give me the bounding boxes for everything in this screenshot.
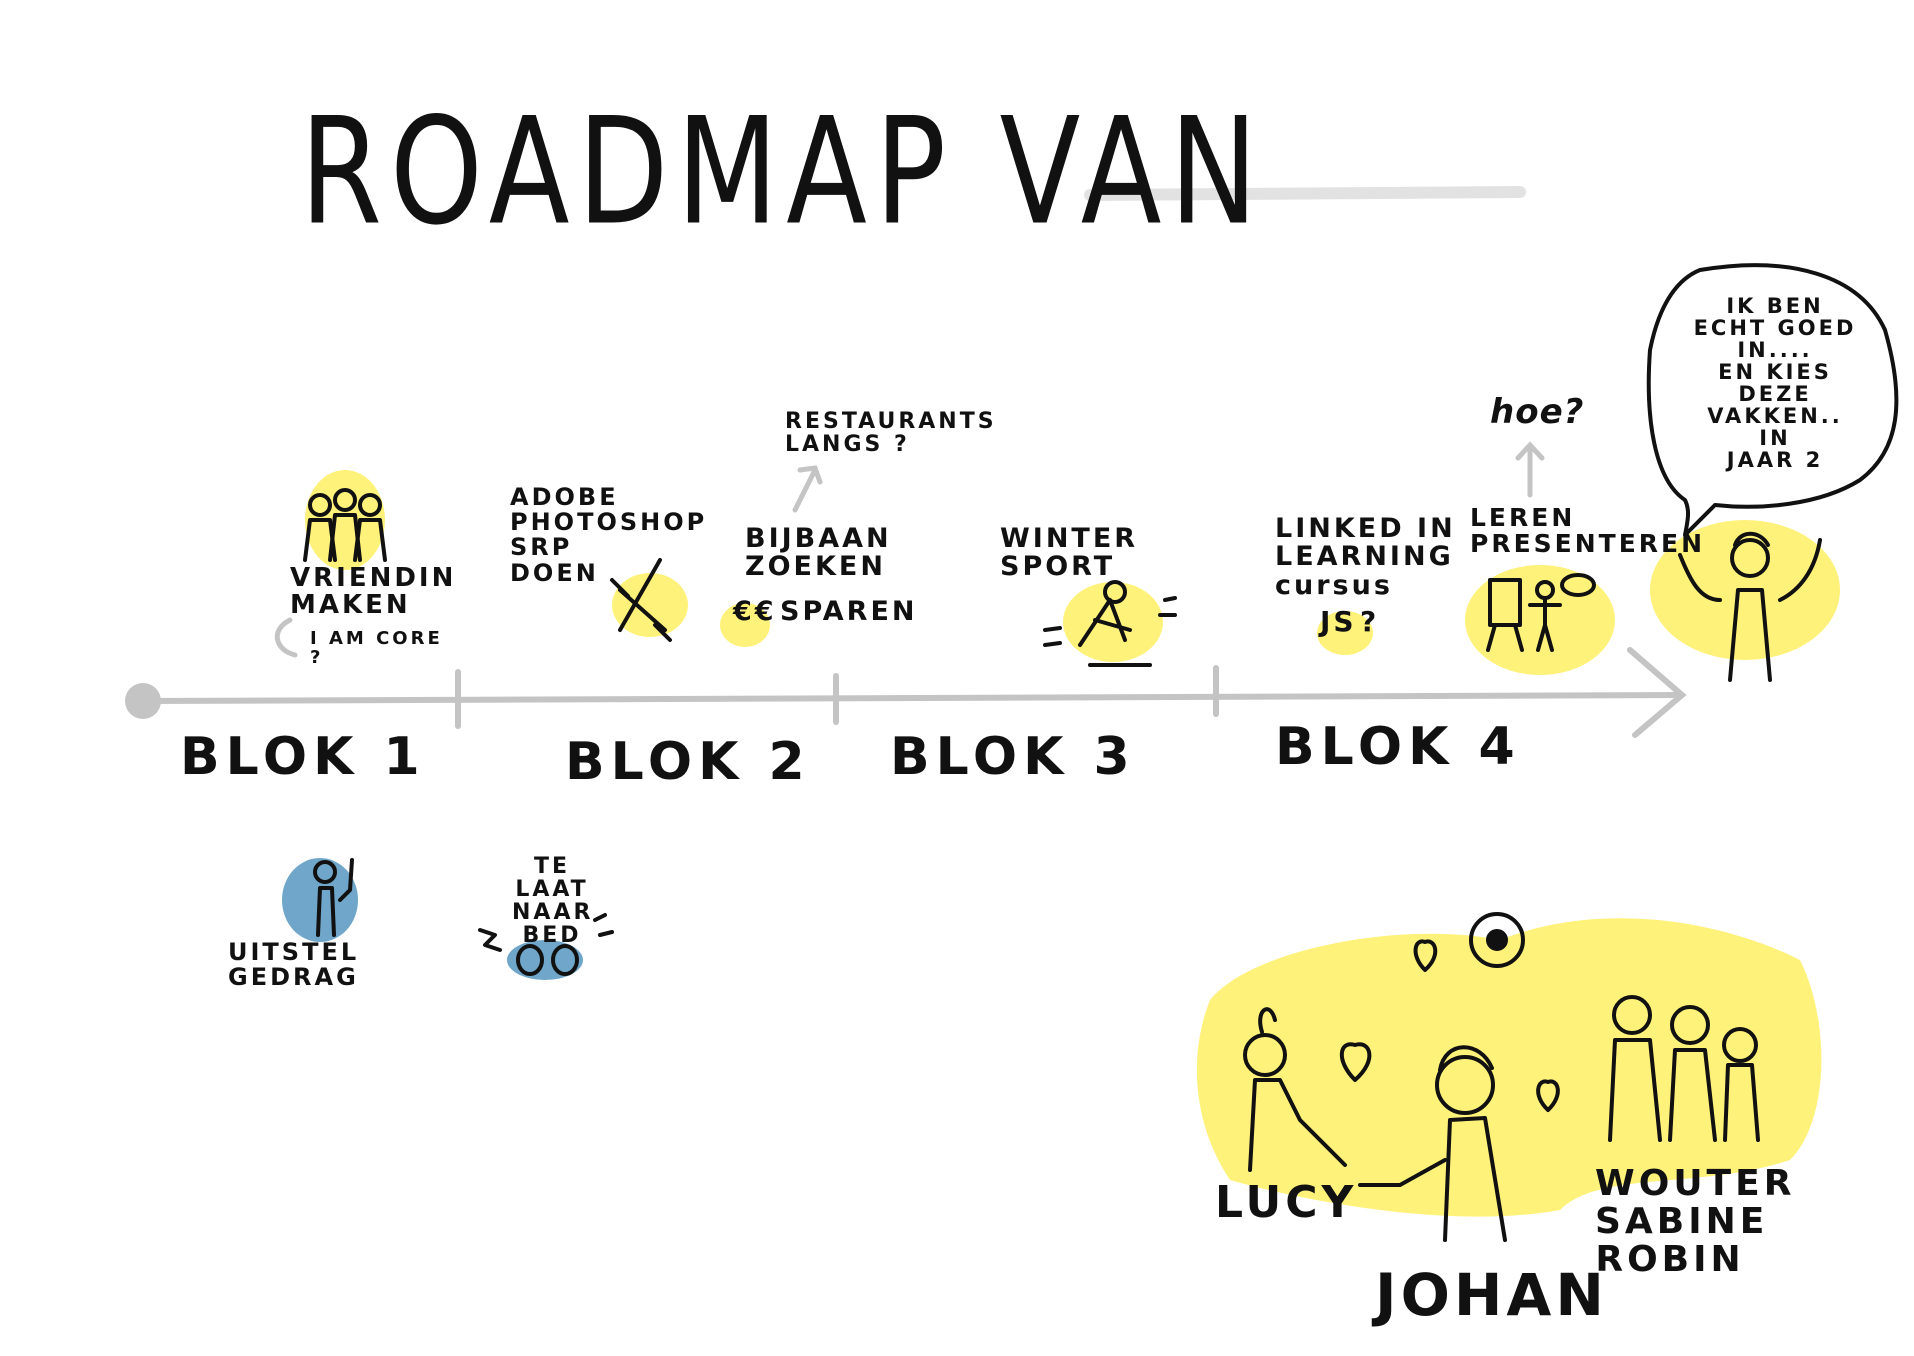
block-label-1: BLOK 1 [180, 727, 426, 787]
block-label-4: BLOK 4 [1275, 717, 1521, 777]
block-label-2: BLOK 2 [565, 732, 811, 792]
note-restaurants: RESTAURANTS LANGS ? [785, 409, 997, 458]
timeline-start-dot [125, 683, 161, 719]
note-winter: WINTER SPORT [1000, 523, 1139, 583]
note-js-question: ? [1360, 605, 1380, 638]
note-presenteren: LEREN PRESENTEREN [1470, 503, 1706, 559]
ink-sketches [303, 263, 1899, 1242]
name-johan: JOHAN [1375, 1261, 1608, 1329]
name-lucy: LUCY [1215, 1177, 1358, 1228]
note-photoshop: ADOBE PHOTOSHOP SRP DOEN [510, 483, 708, 587]
block-label-3: BLOK 3 [890, 727, 1136, 787]
note-js: JS [1320, 605, 1357, 638]
speech-bubble-text: IK BEN ECHT GOED IN.... EN KIES DEZE VAK… [1693, 294, 1857, 473]
grey-arrows [275, 441, 1545, 658]
note-sparen: SPAREN [780, 596, 918, 627]
title-blank-line [1084, 186, 1526, 201]
page-title: ROADMAP VAN [300, 85, 1266, 258]
note-uitstel: UITSTEL GEDRAG [228, 938, 360, 992]
note-iamcore: I AM CORE ? [310, 628, 443, 668]
note-euro: €€ [733, 596, 777, 627]
note-vrienden: VRIENDIN MAKEN [290, 563, 457, 621]
note-hoe: hoe? [1490, 392, 1585, 432]
note-te-laat: TE LAAT NAAR BED [512, 854, 594, 949]
timeline [142, 647, 1687, 738]
names-group: WOUTER SABINE ROBIN [1595, 1163, 1796, 1280]
note-bijbaan: BIJBAAN ZOEKEN [745, 523, 892, 583]
note-linkedin: LINKED IN LEARNING cursus [1275, 513, 1456, 601]
